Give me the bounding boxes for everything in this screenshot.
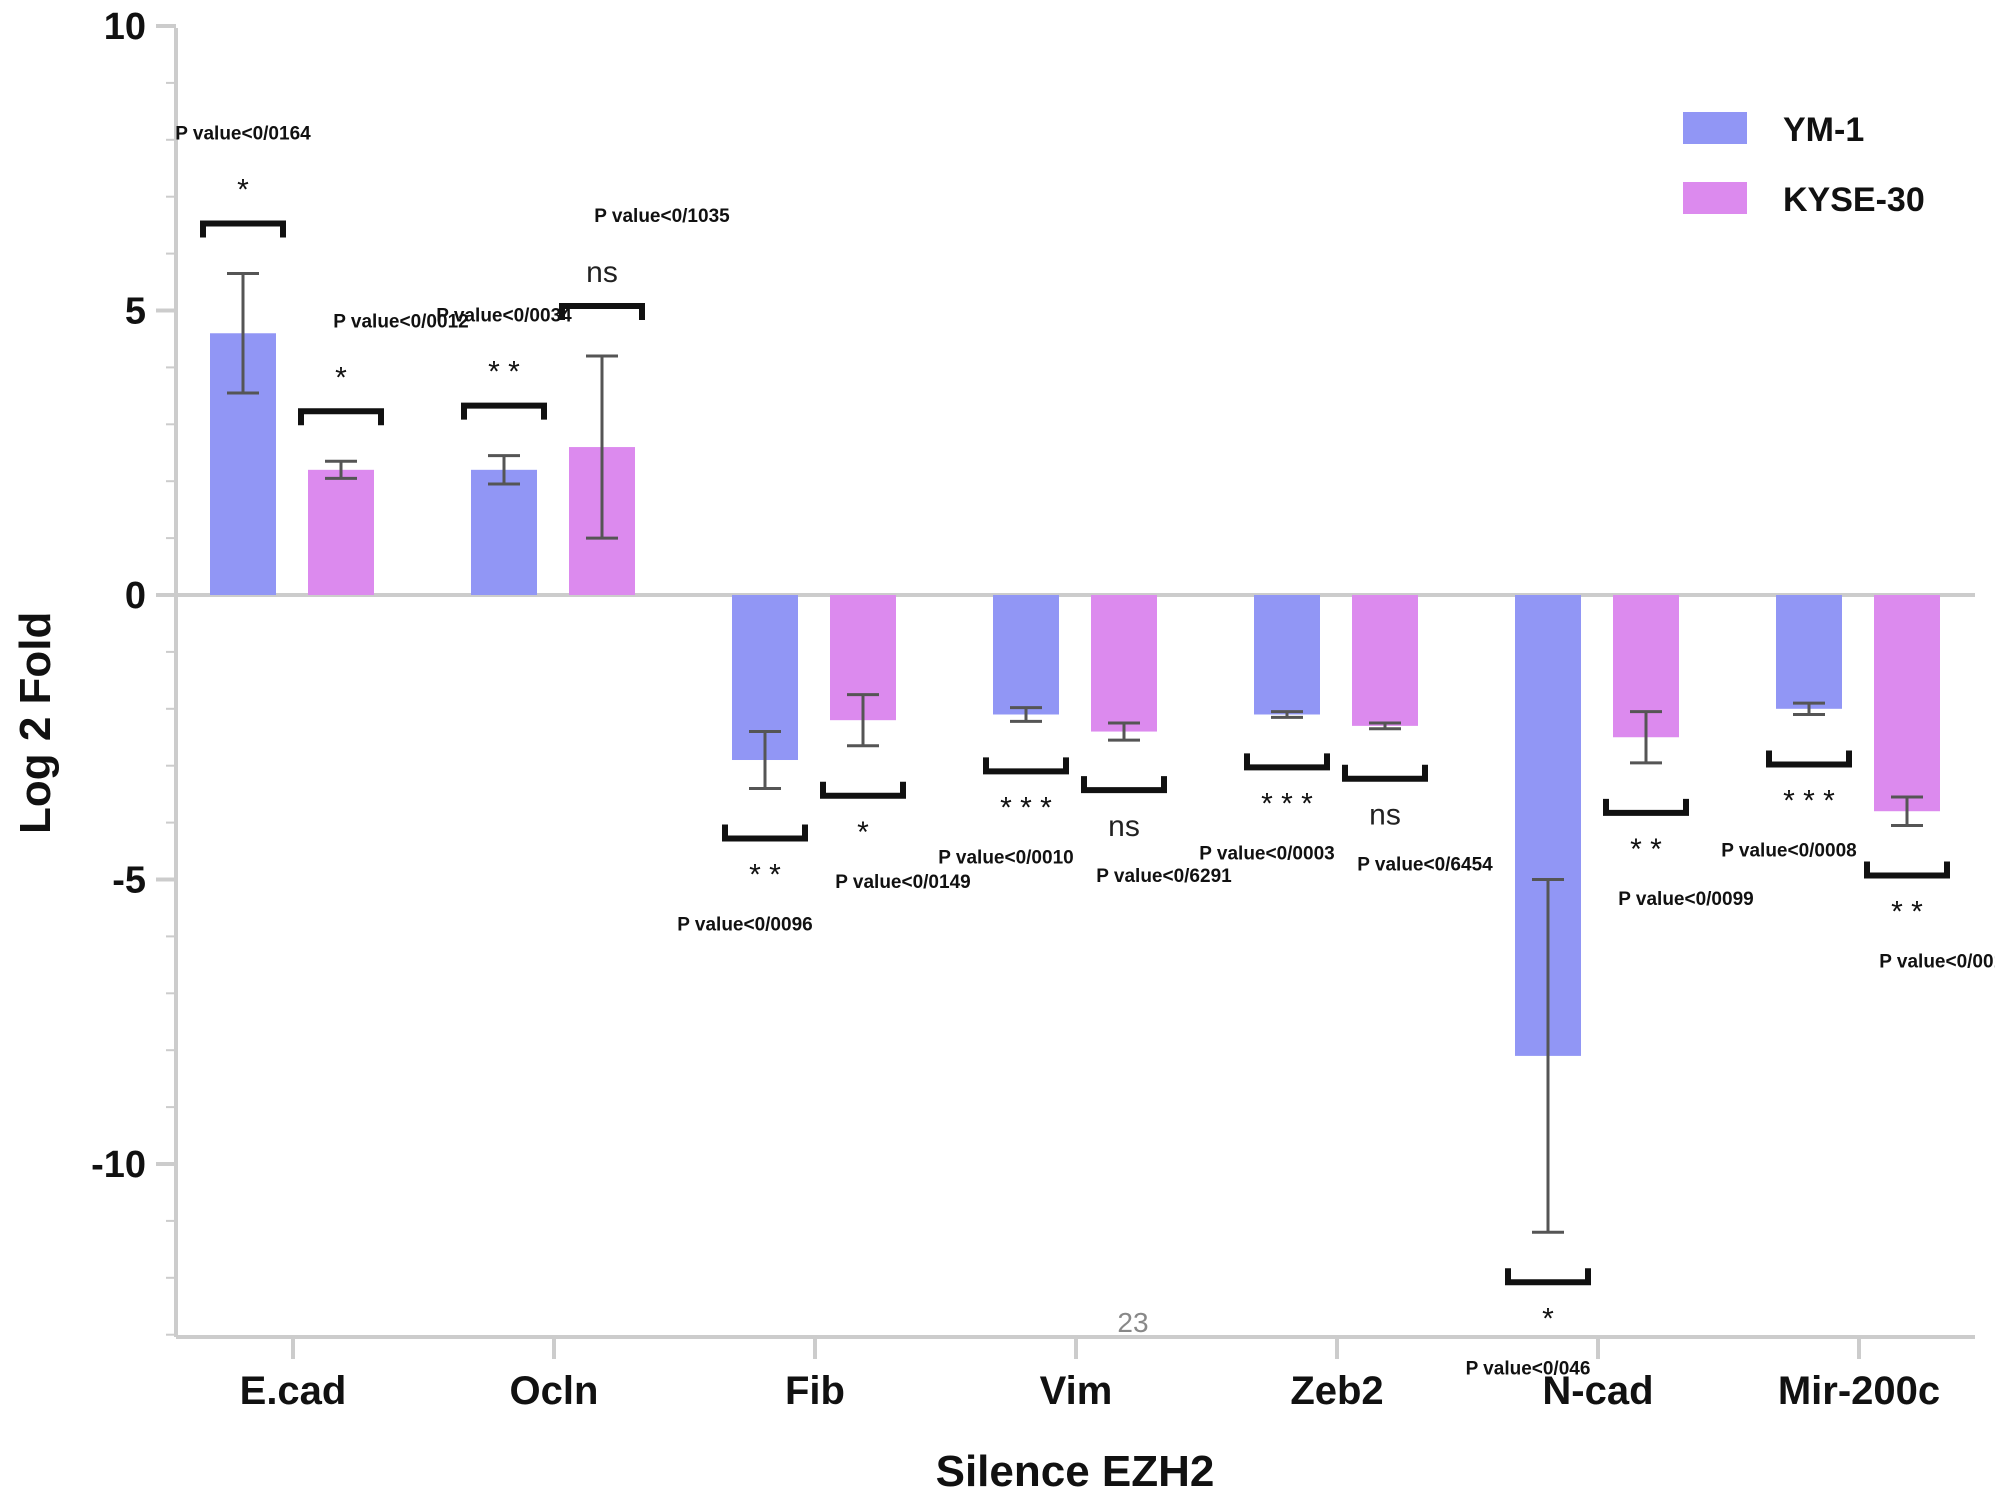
significance-bracket xyxy=(983,757,1069,775)
significance-label: * * xyxy=(488,356,520,389)
significance-bracket xyxy=(722,824,808,842)
y-tick-label: -10 xyxy=(91,1144,146,1186)
bar xyxy=(993,595,1059,715)
significance-label: * xyxy=(237,174,249,207)
p-value-label: P value<0/6291 xyxy=(1096,866,1232,887)
bar xyxy=(471,469,537,595)
significance-label: * xyxy=(335,361,347,394)
bar xyxy=(308,469,374,595)
p-value-label: P value<0/0096 xyxy=(677,914,812,935)
y-tick-label: -5 xyxy=(112,860,146,902)
y-axis-title: Log 2 Fold xyxy=(11,612,60,834)
bar xyxy=(1254,595,1320,715)
significance-label: * * xyxy=(1891,895,1923,928)
page-number: 23 xyxy=(1117,1307,1148,1338)
significance-label: * xyxy=(857,816,869,849)
significance-bracket xyxy=(1244,753,1330,771)
p-value-label: P value<0/0008 xyxy=(1721,840,1856,861)
significance-label: * xyxy=(1542,1302,1554,1335)
p-value-label: P value<0/1035 xyxy=(594,206,730,227)
significance-label: ns xyxy=(1369,799,1401,832)
x-tick-label: Zeb2 xyxy=(1290,1369,1383,1413)
significance-bracket xyxy=(1603,798,1689,816)
significance-bracket xyxy=(820,781,906,799)
y-tick-label: 5 xyxy=(125,291,146,333)
y-tick-label: 10 xyxy=(104,6,146,48)
p-value-label: P value<0/0015 xyxy=(1879,951,1995,972)
bar xyxy=(1091,595,1157,732)
significance-label: * * xyxy=(1630,833,1662,866)
p-value-label: P value<0/0034 xyxy=(436,306,572,327)
bar xyxy=(1874,595,1940,812)
significance-bracket xyxy=(461,402,547,420)
significance-bracket xyxy=(298,408,384,426)
legend-label: YM-1 xyxy=(1783,111,1864,149)
legend-swatch xyxy=(1683,112,1747,144)
x-tick-label: N-cad xyxy=(1542,1369,1653,1413)
significance-bracket xyxy=(559,303,645,321)
p-value-label: P value<0/0164 xyxy=(175,124,311,145)
significance-label: * * * xyxy=(1000,791,1052,824)
significance-bracket xyxy=(200,220,286,238)
significance-bracket xyxy=(1505,1268,1591,1286)
significance-label: * * xyxy=(749,858,781,891)
significance-label: * * * xyxy=(1261,787,1313,820)
bars xyxy=(210,272,1940,1234)
significance-bracket xyxy=(1864,861,1950,879)
significance-label: * * * xyxy=(1783,784,1835,817)
legend-swatch xyxy=(1683,182,1747,214)
x-tick-label: Fib xyxy=(785,1369,845,1413)
p-value-label: P value<0/046 xyxy=(1466,1358,1591,1379)
legend-label: KYSE-30 xyxy=(1783,181,1925,219)
y-tick-label: 0 xyxy=(125,575,146,617)
annotations: * P value<0/0164 * * P value<0/0034 * * P val… xyxy=(175,124,1995,1380)
p-value-label: P value<0/0003 xyxy=(1199,843,1334,864)
x-tick-label: E.cad xyxy=(240,1369,347,1413)
x-tick-label: Vim xyxy=(1040,1369,1113,1413)
bar xyxy=(1352,595,1418,726)
x-tick-label: Mir-200c xyxy=(1778,1369,1940,1413)
p-value-label: P value<0/0012 xyxy=(333,311,468,332)
significance-label: ns xyxy=(586,256,618,289)
significance-label: ns xyxy=(1108,810,1140,843)
significance-bracket xyxy=(1081,776,1167,794)
p-value-label: P value<0/6454 xyxy=(1357,855,1493,876)
significance-bracket xyxy=(1766,750,1852,768)
x-tick-label: Ocln xyxy=(510,1369,599,1413)
p-value-label: P value<0/0149 xyxy=(835,872,970,893)
x-axis-title: Silence EZH2 xyxy=(936,1447,1215,1496)
p-value-label: P value<0/0010 xyxy=(938,847,1073,868)
bar xyxy=(1776,595,1842,709)
significance-bracket xyxy=(1342,764,1428,782)
p-value-label: P value<0/0099 xyxy=(1618,889,1753,910)
